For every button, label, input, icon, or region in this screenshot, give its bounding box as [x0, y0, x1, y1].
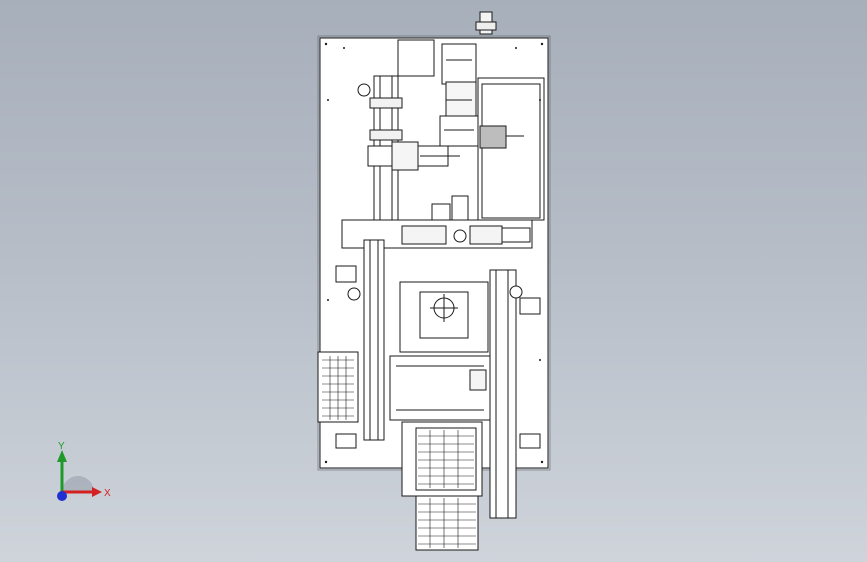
motor-unit — [479, 125, 507, 149]
z-axis-dot — [57, 491, 67, 501]
y-axis-label: Y — [58, 441, 65, 452]
x-axis-arrow — [92, 487, 102, 497]
left-rail — [363, 239, 385, 441]
top-block — [397, 39, 435, 77]
valve-stack — [441, 43, 477, 85]
bottom-tray-lower — [415, 495, 479, 551]
x-axis-label: X — [104, 488, 111, 499]
right-rail — [489, 269, 517, 519]
coordinate-triad-icon: Y X — [57, 441, 111, 501]
y-axis-arrow — [57, 450, 67, 462]
